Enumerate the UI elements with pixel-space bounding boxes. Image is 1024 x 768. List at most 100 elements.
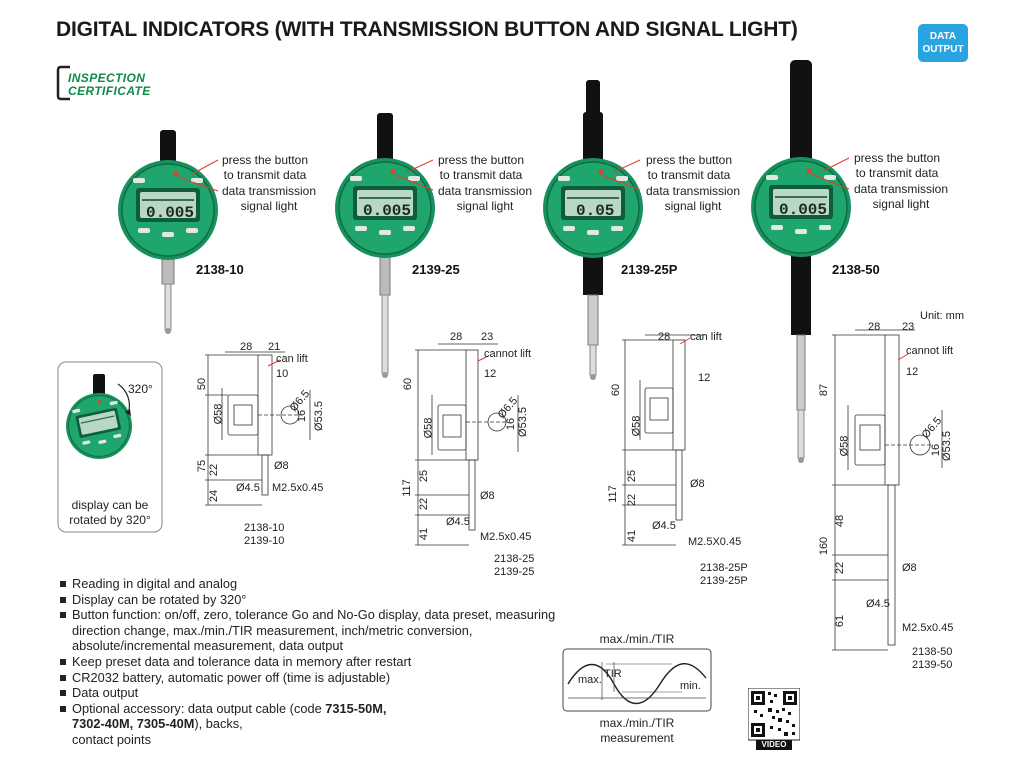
d3-dim-60: 60: [610, 383, 623, 397]
reading-2139-25p: 0.05: [576, 202, 615, 220]
tir-caption: max./min./TIR measurement: [562, 716, 712, 746]
signal-line-2: signal light: [240, 199, 298, 213]
press-button-line-2: to transmit data: [439, 168, 523, 182]
press-button-note-1: press the button to transmit data: [210, 153, 320, 183]
press-button-line-1: press the button: [221, 153, 309, 167]
d4-model-2: 2139-50: [912, 659, 953, 671]
d2-dim-4-5: Ø4.5: [446, 516, 470, 528]
tir-diagram: [562, 648, 712, 712]
accessory-line-3: contact points: [72, 731, 151, 747]
reading-2139-25: 0.005: [363, 202, 412, 220]
reading-2138-50: 0.005: [779, 201, 828, 219]
press-button-line-1: press the button: [437, 153, 525, 167]
feature-item: Reading in digital and analog: [58, 576, 558, 592]
d4-dim-4-5: Ø4.5: [866, 598, 890, 610]
d4-dim-48: 48: [834, 514, 847, 528]
d3-dim-22: 22: [626, 493, 639, 507]
d4-dim-58: Ø58: [838, 435, 851, 457]
accessory-codes-1: 7315-50M,: [325, 700, 387, 716]
d2-dim-16: 16: [505, 417, 518, 431]
cert-line-2: CERTIFICATE: [68, 84, 151, 98]
d2-dim-22: 22: [418, 497, 431, 511]
rotation-angle: 320°: [128, 382, 153, 396]
d1-dim-50: 50: [196, 377, 209, 391]
d1-dim-10: 10: [276, 368, 289, 380]
press-button-line-2: to transmit data: [223, 168, 307, 182]
press-button-line-2: to transmit data: [647, 168, 731, 182]
accessory-codes-2: 7302-40M, 7305-40M: [72, 716, 195, 732]
d4-model-1: 2138-50: [912, 646, 953, 658]
certificate-frame-icon: [56, 65, 70, 101]
tir-min: min.: [680, 680, 701, 692]
press-button-line-1: press the button: [645, 153, 733, 167]
accessory-prefix: Optional accessory: data output cable (c…: [72, 700, 326, 716]
signal-line-2: signal light: [872, 197, 930, 211]
signal-light-note-4: data transmission signal light: [842, 182, 960, 212]
lift-leaders: [267, 337, 909, 367]
press-button-note-4: press the button to transmit data: [842, 151, 952, 181]
d2-model-1: 2138-25: [494, 553, 535, 565]
d3-dim-41: 41: [626, 529, 639, 543]
press-button-line-1: press the button: [853, 151, 941, 165]
press-button-note-2: press the button to transmit data: [426, 153, 536, 183]
unit-label: Unit: mm: [920, 310, 964, 322]
qr-video-label: VIDEO: [761, 740, 787, 749]
d1-dim-24: 24: [208, 489, 221, 503]
d1-dim-75: 75: [196, 459, 209, 473]
signal-line-1: data transmission: [853, 182, 949, 196]
d2-dim-12: 12: [484, 368, 497, 380]
feature-item: CR2032 battery, automatic power off (tim…: [58, 670, 558, 686]
model-2138-50: 2138-50: [832, 262, 880, 277]
feature-item: Display can be rotated by 320°: [58, 592, 558, 608]
model-2138-10: 2138-10: [196, 262, 244, 277]
reading-2138-10: 0.005: [146, 204, 195, 222]
d3-thread: M2.5X0.45: [688, 536, 742, 548]
badge-line-2: OUTPUT: [922, 44, 964, 55]
signal-light-note-2: data transmission signal light: [426, 184, 544, 214]
d2-dim-60: 60: [402, 377, 415, 391]
signal-line-1: data transmission: [645, 184, 741, 198]
signal-light-note-1: data transmission signal light: [210, 184, 328, 214]
data-output-badge: DATA OUTPUT: [918, 24, 968, 62]
d4-thread: M2.5x0.45: [902, 622, 954, 634]
d1-dim-58: Ø58: [212, 403, 225, 425]
signal-light-note-3: data transmission signal light: [634, 184, 752, 214]
gauge-2138-50-stem: [790, 60, 812, 463]
model-2139-25p: 2139-25P: [621, 262, 678, 277]
d3-dim-58: Ø58: [630, 415, 643, 437]
rotation-caption-2: rotated by 320°: [69, 513, 151, 527]
accessory-suffix: ), backs,: [194, 716, 243, 732]
qr-code-icon[interactable]: [748, 688, 800, 750]
inspection-certificate-logo: INSPECTION CERTIFICATE: [56, 64, 180, 102]
d2-model-2: 2139-25: [494, 566, 535, 578]
model-2139-25: 2139-25: [412, 262, 460, 277]
d1-dim-8: Ø8: [274, 460, 289, 472]
rotation-caption: display can be rotated by 320°: [58, 498, 162, 528]
signal-line-1: data transmission: [221, 184, 317, 198]
gauge-2139-25-stem: [377, 113, 393, 378]
d3-model-2: 2139-25P: [700, 575, 748, 587]
d4-dim-87: 87: [818, 383, 831, 397]
tir-max: max.: [578, 674, 602, 686]
d3-dim-28: 28: [658, 331, 671, 343]
d1-thread: M2.5x0.45: [272, 482, 324, 494]
d4-dim-61: 61: [834, 614, 847, 628]
d1-model-1: 2138-10: [244, 522, 285, 534]
d2-thread: M2.5x0.45: [480, 531, 532, 543]
d2-dim-53-5: Ø53.5: [516, 407, 529, 437]
d3-dim-8: Ø8: [690, 478, 705, 490]
tir-caption-1: max./min./TIR: [599, 716, 675, 730]
d1-model-2: 2139-10: [244, 535, 285, 547]
feature-list: Reading in digital and analog Display ca…: [58, 576, 558, 748]
feature-item: Data output: [58, 685, 558, 701]
d4-dim-160: 160: [818, 536, 831, 556]
feature-item: Button function: on/off, zero, tolerance…: [58, 607, 558, 654]
d3-model-1: 2138-25P: [700, 562, 748, 574]
d4-cannot-lift: cannot lift: [906, 345, 954, 357]
rotation-thumbnail: [57, 361, 163, 533]
badge-line-1: DATA: [929, 31, 957, 42]
d1-dim-53-5: Ø53.5: [312, 401, 325, 431]
d4-dim-12: 12: [906, 366, 919, 378]
